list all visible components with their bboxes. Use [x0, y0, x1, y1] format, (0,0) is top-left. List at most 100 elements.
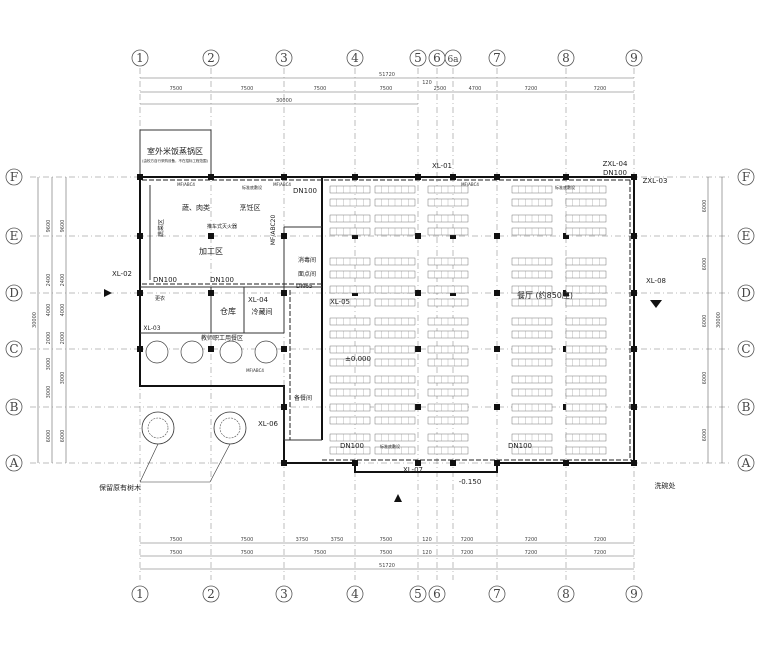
label-pipe-note-right: 标准底敷设: [555, 184, 575, 190]
column: [631, 346, 637, 352]
column: [281, 233, 287, 239]
tree-canopy-icon: [219, 417, 241, 439]
dim-right-2: 6000: [702, 258, 708, 271]
tree-icon: [213, 411, 247, 445]
label-elevation-low: -0.150: [459, 478, 482, 486]
dim-left-c1-6: 3000: [46, 386, 52, 399]
round-table: [254, 340, 278, 364]
dim-top-span-2: 7500: [241, 86, 254, 92]
dim-right-3: 6000: [702, 315, 708, 328]
axis-3-bottom: 3: [280, 587, 288, 601]
axis-2-bottom: 2: [207, 587, 215, 601]
axis-6: 6: [433, 51, 441, 65]
axis-F-right: F: [742, 170, 750, 184]
dim-left-c1-2: 2400: [46, 274, 52, 287]
dim-left-c2-6: 6000: [60, 430, 66, 443]
tree-icons: [139, 411, 247, 483]
label-mfabc-3: MF/ABC4: [461, 182, 479, 187]
axis-labels-top: 1 2 3 4 5 6 6a 7 8 9: [131, 49, 643, 67]
axis-F: F: [10, 170, 18, 184]
dim-top-span-8: 7200: [594, 86, 607, 92]
tag-xl08: XL-08: [646, 277, 666, 285]
staff-round-tables: [145, 340, 278, 364]
dim-bottom-r2-8: 7200: [594, 550, 607, 556]
column: [415, 404, 421, 410]
label-dn100-top: DN100: [293, 187, 317, 195]
dim-bottom-r2-1: 7500: [170, 550, 183, 556]
dim-top-total: 51720: [379, 72, 395, 78]
dim-left-total: 30000: [32, 312, 38, 328]
dim-bottom-r1-2: 7500: [241, 537, 254, 543]
axis-D: D: [9, 286, 19, 300]
axis-8: 8: [562, 51, 570, 65]
tag-xl03: XL-03: [143, 325, 160, 332]
label-vegetable-area: 蔬菜区: [157, 219, 165, 237]
column: [494, 460, 500, 466]
column: [281, 290, 287, 296]
room-labels: 室外米饭蒸锅区 (由校方自行采购设备，不在招标工程范围) 蔬、肉类 烹饪区 推车…: [99, 146, 676, 492]
tree-canopy-icon: [147, 417, 169, 439]
column: [281, 174, 287, 180]
column: [281, 346, 287, 352]
round-table: [180, 340, 204, 364]
dim-right-1: 6000: [702, 200, 708, 213]
dim-left-c1-4: 2000: [46, 332, 52, 345]
column: [137, 174, 143, 180]
label-fire-system: 推车式灭火器: [207, 223, 237, 230]
axis-A: A: [9, 456, 19, 470]
axis-9-bottom: 9: [630, 587, 638, 601]
label-outdoor-area: 室外米饭蒸锅区: [147, 146, 203, 156]
tag-zxl04: ZXL-04: [603, 160, 628, 168]
dim-bottom-r1-3: 3750: [296, 537, 309, 543]
dimensions-left: 30000 9600 2400 4000 2000 3000 3000 6000…: [32, 177, 67, 463]
label-wash-station: 洗碗处: [655, 481, 676, 490]
column: [415, 346, 421, 352]
label-changing: 更衣: [155, 295, 165, 302]
dim-top-span-5: 2500: [434, 86, 447, 92]
label-heat-room: 面点间: [298, 270, 316, 278]
entry-markers: [104, 289, 662, 502]
column: [563, 174, 569, 180]
dim-bottom-r2-6: 7200: [461, 550, 474, 556]
label-dn65: DN65: [296, 283, 313, 290]
label-dn100-bottom: DN100: [340, 442, 364, 450]
axis-7-bottom: 7: [493, 587, 501, 601]
tag-xl07: XL-07: [403, 466, 423, 474]
dim-left-c2-2: 2400: [60, 274, 66, 287]
dim-bottom-r2-2: 7500: [241, 550, 254, 556]
dim-left-c2-1: 9600: [60, 220, 66, 233]
label-dn100-right-bottom: DN100: [508, 442, 532, 450]
dim-left-c2-4: 2000: [60, 332, 66, 345]
axis-5: 5: [414, 51, 422, 65]
axis-labels-right: F E D C B A: [737, 168, 755, 472]
column: [208, 346, 214, 352]
column: [352, 460, 358, 466]
axis-4: 4: [351, 51, 359, 65]
label-prep-area: 加工区: [199, 246, 223, 256]
column: [631, 174, 637, 180]
dim-left-c1-1: 9600: [46, 220, 52, 233]
label-mfabc-4: MF/ABC4: [246, 368, 264, 373]
label-cooking-area: 烹饪区: [240, 203, 261, 212]
tag-xl01: XL-01: [432, 162, 452, 170]
column: [631, 460, 637, 466]
axis-7: 7: [493, 51, 501, 65]
axis-B: B: [10, 400, 19, 414]
dimensions-top: 51720 7500 7500 7500 7500 120 2500 4700 …: [140, 72, 634, 105]
column: [415, 460, 421, 466]
dn-labels: DN100 DN100 DN100 DN100 DN100 DN100 标准底敷…: [153, 169, 627, 450]
dim-left-c1-3: 4000: [46, 304, 52, 317]
entry-arrow-left-icon: [104, 289, 112, 297]
dim-right-total: 30000: [716, 312, 722, 328]
axis-6a: 6a: [447, 55, 459, 65]
column: [208, 174, 214, 180]
dimensions-right: 6000 6000 6000 6000 6000 30000: [702, 177, 723, 463]
tag-xl05: XL-05: [330, 298, 350, 306]
axis-labels-bottom: 1 2 3 4 5 6 7 8 9: [131, 585, 643, 603]
dim-left-c2-5: 3000: [60, 372, 66, 385]
column: [137, 233, 143, 239]
axis-C-right: C: [741, 342, 750, 356]
label-elevation-main: ±0.000: [345, 355, 371, 363]
round-table: [219, 340, 243, 364]
